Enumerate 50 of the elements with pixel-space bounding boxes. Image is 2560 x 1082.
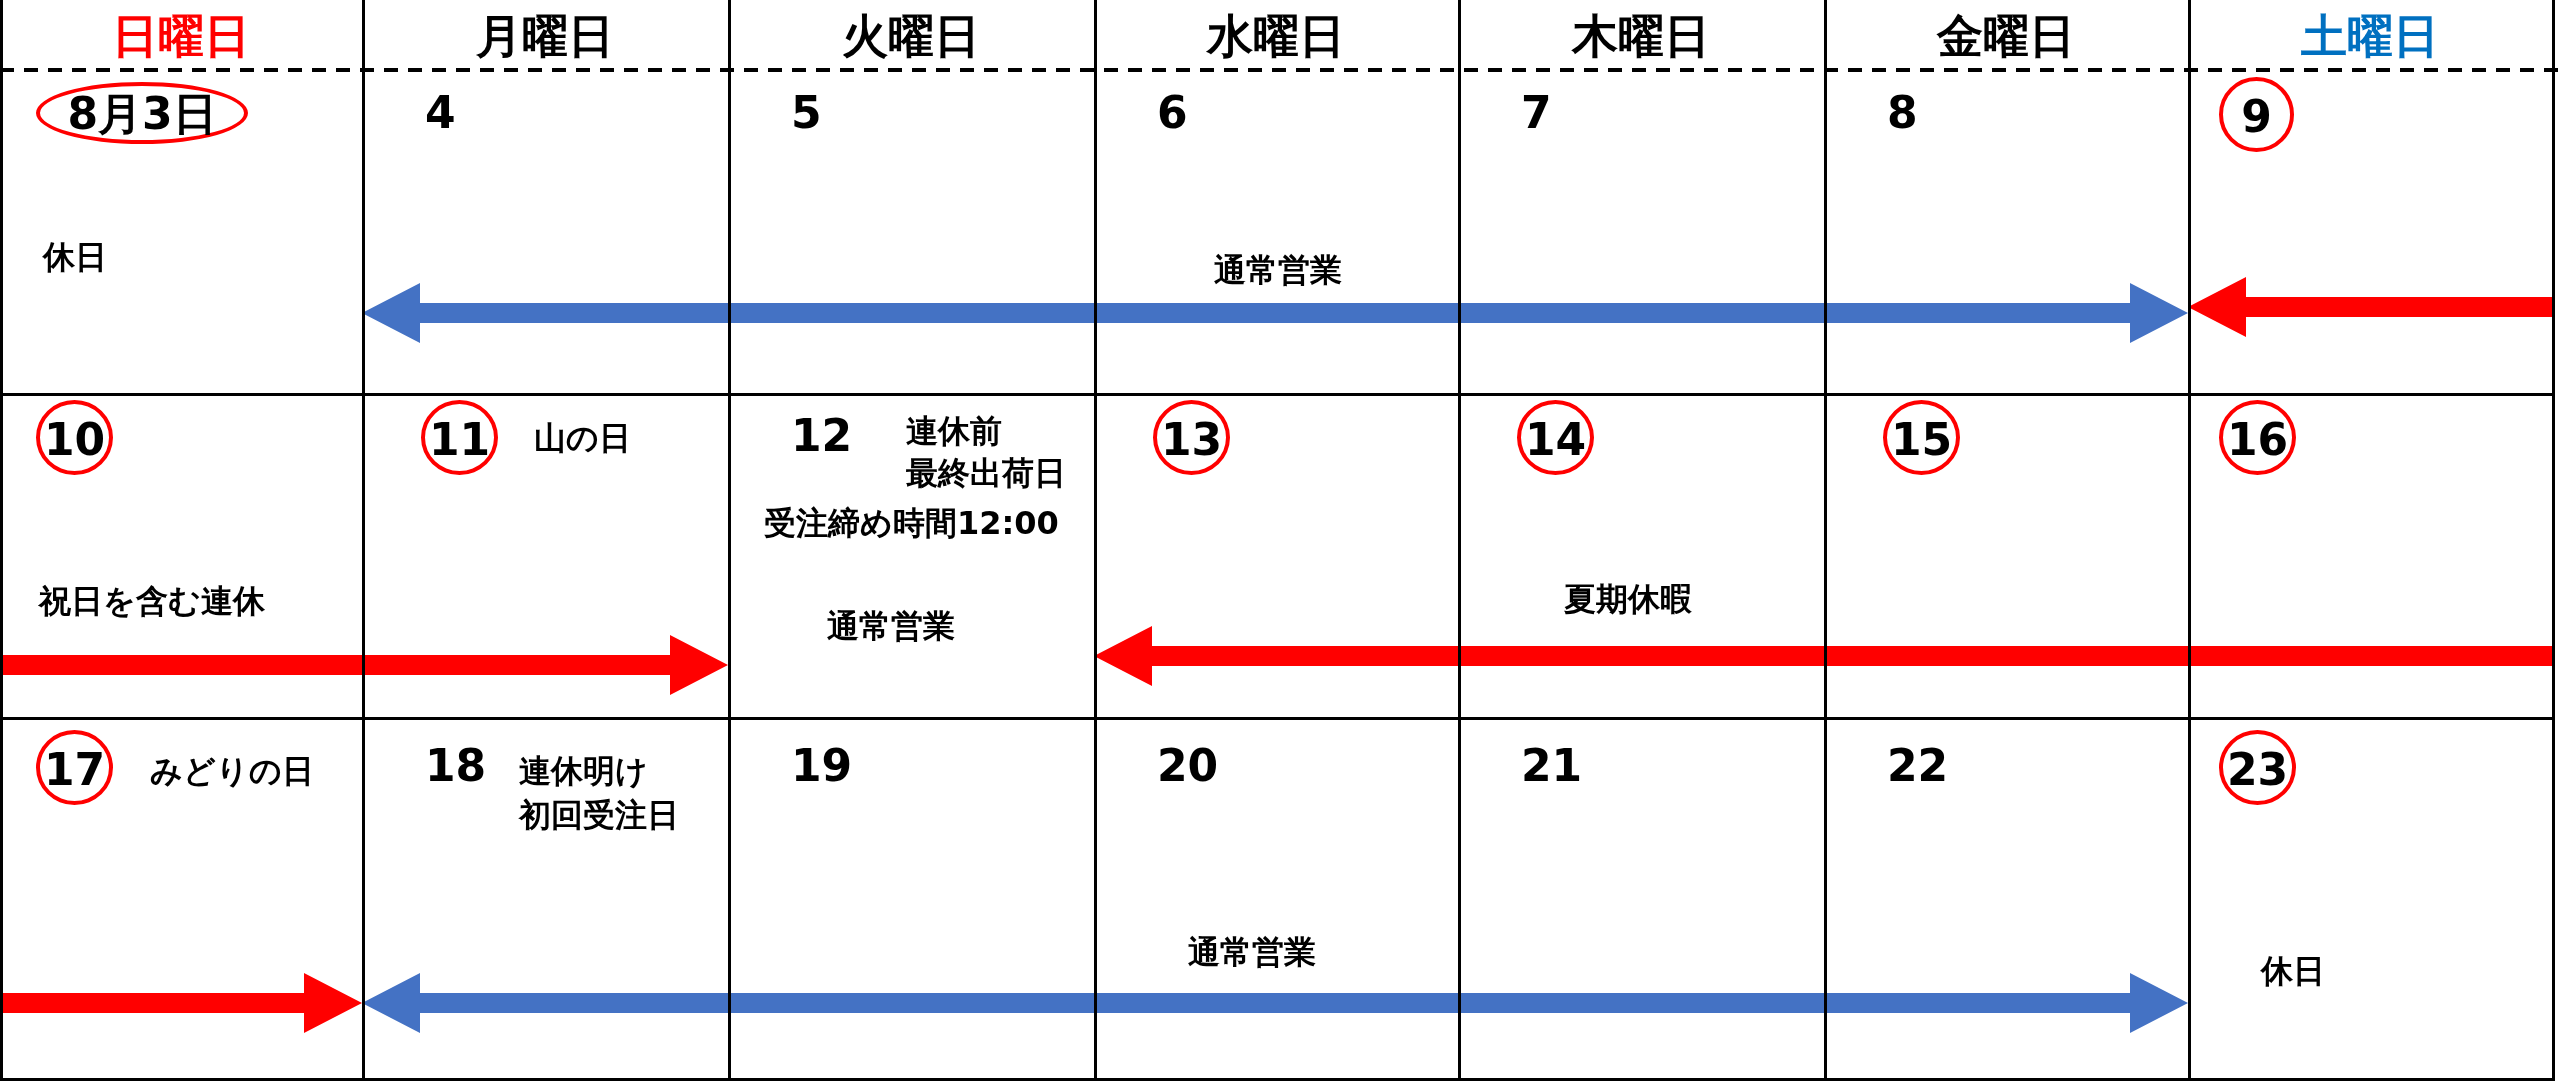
double-arrow [362,283,2188,343]
note-text: 休日 [43,237,107,278]
note-text: 初回受注日 [519,795,679,836]
date-number: 7 [1521,86,1552,140]
arrow [2188,277,2552,337]
circled-date: 9 [2219,77,2294,152]
circled-date: 11 [421,400,499,475]
arrow [0,635,728,695]
date-number: 19 [791,739,853,793]
weekday-heading: 月曜日 [475,8,615,65]
edge-label: 祝日を含む連休 [39,581,265,622]
edge-label: 夏期休暇 [1564,579,1692,620]
weekday-heading: 日曜日 [111,8,251,65]
date-number: 6 [1157,86,1188,140]
day-cell [0,717,365,1081]
circled-date: 23 [2219,730,2297,805]
circled-date: 17 [36,730,114,805]
note-text: 受注締め時間12:00 [764,503,1059,544]
note-text: 休日 [2261,951,2325,992]
note-text: 山の日 [534,418,631,459]
circled-date: 16 [2219,400,2297,475]
note-text: 連休前 [906,411,1002,452]
note-text: みどりの日 [150,751,314,792]
weekday-heading: 金曜日 [1935,8,2076,65]
date-number: 21 [1521,739,1583,793]
date-number: 5 [791,86,822,140]
date-number: 12 [791,409,853,463]
circled-date: 8月3日 [36,82,248,144]
circled-date: 13 [1153,400,1231,475]
date-number: 8 [1887,86,1918,140]
date-number: 22 [1887,739,1949,793]
weekday-heading: 火曜日 [841,8,981,65]
date-number: 4 [425,86,456,140]
circled-date: 10 [36,400,114,475]
note-text: 最終出荷日 [906,453,1066,494]
date-number: 20 [1157,739,1219,793]
note-text: 連休明け [519,751,648,792]
edge-label: 通常営業 [1214,250,1342,291]
weekday-heading: 木曜日 [1570,8,1711,65]
date-number: 18 [425,739,487,793]
arrow [0,973,362,1033]
circled-date: 15 [1883,400,1961,475]
double-arrow [362,973,2188,1033]
note-text: 通常営業 [827,606,955,647]
circled-date: 14 [1517,400,1595,475]
arrow [1094,626,2552,686]
weekday-heading: 水曜日 [1205,8,1346,65]
edge-label: 通常営業 [1188,932,1316,973]
weekday-heading: 土曜日 [2300,8,2440,65]
day-cell [2188,717,2555,1081]
